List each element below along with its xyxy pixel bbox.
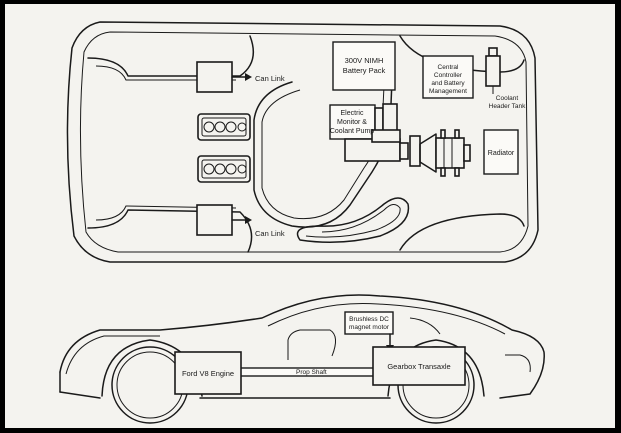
controller-label-4: Management	[429, 88, 467, 95]
side-view-car-profile: Prop Shaft Ford V8 Engine Brushless DC m…	[59, 294, 545, 424]
can-link-label-lower: Can Link	[255, 229, 285, 238]
car-body-inner-outline	[79, 31, 529, 253]
coolant-header-tank	[485, 47, 501, 94]
battery-pack-label-1: 300V NIMH	[345, 56, 384, 65]
car-side-outline	[59, 294, 545, 399]
car-body-outline	[66, 21, 539, 263]
arrow-icon	[245, 73, 252, 81]
central-controller-box	[422, 55, 474, 99]
lower-hose-loop	[296, 197, 410, 243]
controller-label-1: Central	[438, 64, 460, 71]
top-view-car-plan: Can Link Can Link 300V NIMH Battery Pack…	[66, 21, 539, 263]
motor-label-2: magnet motor	[349, 324, 390, 331]
can-link-module-upper	[196, 61, 233, 93]
battery-pack-label-2: Battery Pack	[343, 66, 386, 75]
gearbox-box	[372, 346, 466, 386]
motor-label-1: Brushless DC	[349, 316, 389, 323]
motor-pump-label-2: Monitor &	[337, 119, 367, 126]
interior-outline	[287, 329, 336, 360]
ford-engine-box	[174, 351, 242, 395]
controller-label-3: and Battery	[431, 80, 465, 87]
can-link-module-lower	[196, 204, 233, 236]
electric-motor-pump-assembly	[329, 103, 471, 177]
engine-block-lower	[197, 155, 251, 183]
arrow-icon	[245, 216, 252, 224]
battery-pack-box	[332, 41, 396, 91]
engine-block-upper	[197, 113, 251, 141]
radiator-box	[483, 129, 519, 175]
motor-pump-label-1: Electric	[341, 110, 364, 117]
coolant-tank-label-1: Coolant	[496, 95, 519, 102]
front-wheel-arch-upper	[87, 35, 255, 77]
brushless-motor-box	[344, 311, 394, 335]
controller-label-2: Controller	[434, 72, 463, 79]
motor-pump-label-3: Coolant Pump	[330, 128, 374, 135]
front-wheel-arch-lower	[87, 209, 253, 253]
ford-engine-label: Ford V8 Engine	[182, 369, 234, 378]
prop-shaft-label: Prop Shaft	[296, 369, 327, 376]
can-link-label-upper: Can Link	[255, 74, 285, 83]
radiator-label: Radiator	[488, 150, 515, 157]
gearbox-label: Gearbox Transaxle	[387, 362, 450, 371]
rear-wheel-arch-lower	[399, 213, 525, 251]
coolant-tank-label-2: Header Tank	[489, 103, 526, 110]
